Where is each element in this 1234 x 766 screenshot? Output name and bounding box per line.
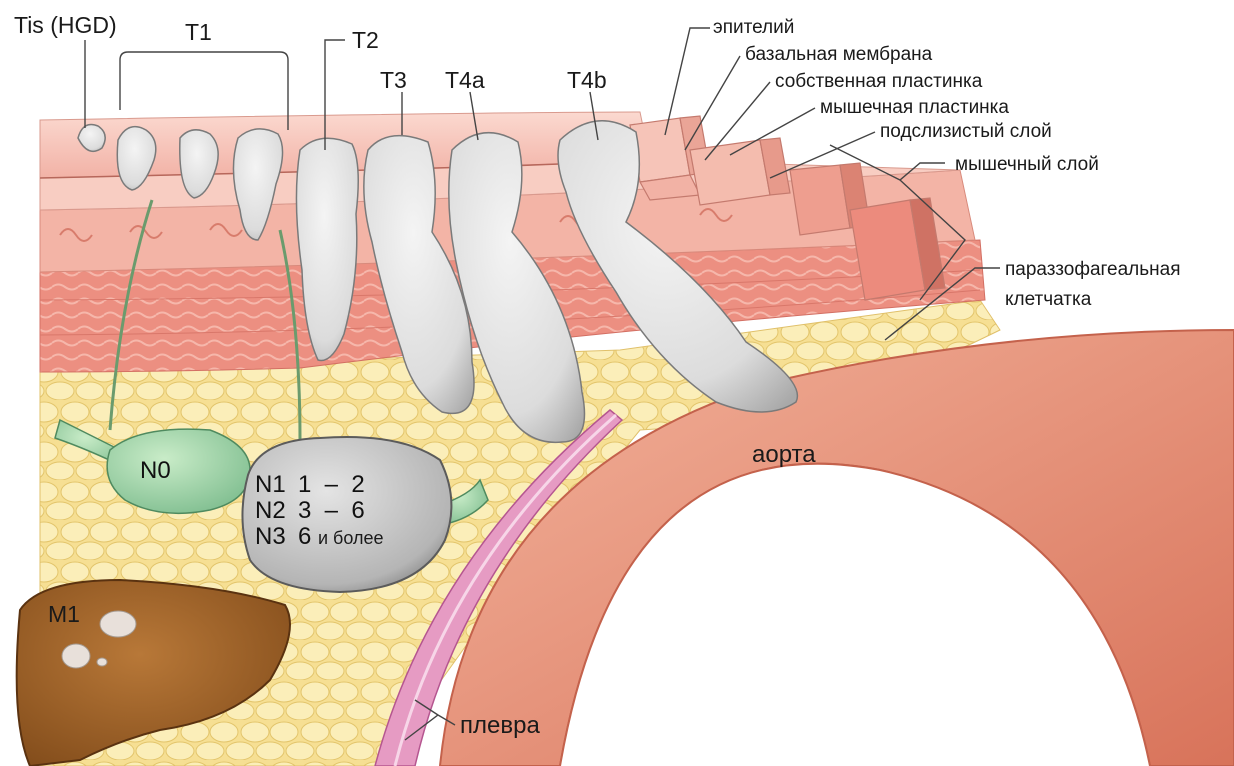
stage-label-t4a: T4a — [445, 67, 485, 93]
label-n3-number: 6 — [298, 523, 311, 550]
label-n3-suffix: и более — [318, 528, 384, 548]
label-lamina-propria: собственная пластинка — [775, 71, 983, 92]
label-n3-code: N3 — [255, 523, 286, 550]
label-basement-membrane: базальная мембрана — [745, 44, 933, 65]
label-n2-code: N2 — [255, 497, 286, 524]
label-n2-range: 3 – 6 — [298, 497, 365, 524]
stage-label-t1: T1 — [185, 19, 212, 45]
label-n1-code: N1 — [255, 471, 286, 498]
label-pleura: плевра — [460, 712, 540, 739]
stage-label-t3: T3 — [380, 67, 407, 93]
label-adventitia-line2: клетчатка — [1005, 289, 1092, 310]
label-muscularis-mucosae: мышечная пластинка — [820, 97, 1009, 118]
stage-label-t4b: T4b — [567, 67, 607, 93]
basement-membrane-leader — [685, 56, 740, 150]
label-adventitia-line1: параззофагеальная — [1005, 259, 1181, 280]
label-n0: N0 — [140, 457, 171, 484]
label-aorta: аорта — [752, 441, 816, 468]
stage-label-t2: T2 — [352, 27, 379, 53]
label-muscularis-propria: мышечный слой — [955, 154, 1099, 175]
n0-node — [107, 429, 250, 513]
label-m1: M1 — [48, 601, 80, 627]
stage-label-tis: Tis (HGD) — [14, 12, 117, 38]
label-submucosa: подслизистый слой — [880, 121, 1052, 142]
label-n1-range: 1 – 2 — [298, 471, 365, 498]
label-epithelium: эпителий — [713, 17, 794, 38]
